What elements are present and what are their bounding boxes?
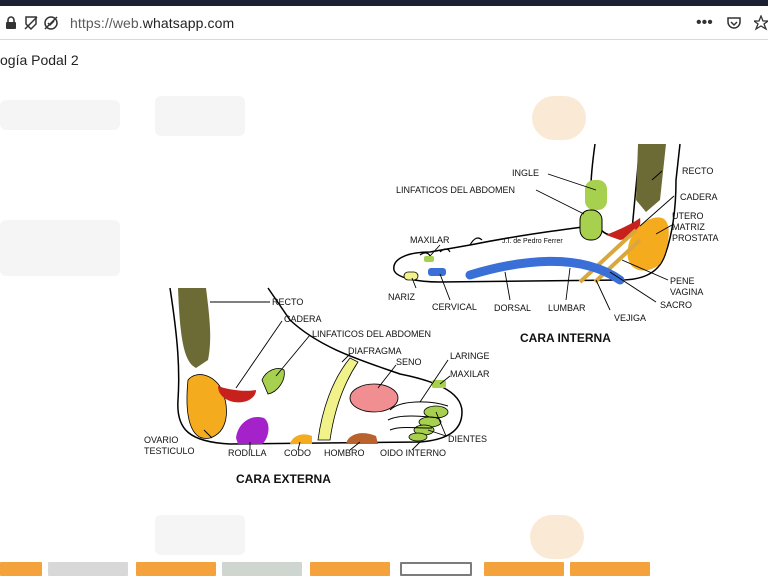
thumbnail[interactable] <box>570 562 650 576</box>
label-internal-maxilar: MAXILAR <box>410 235 450 245</box>
label-internal-utero: UTERO <box>672 211 704 221</box>
label-internal-cadera: CADERA <box>680 192 718 202</box>
thumbnail[interactable] <box>484 562 564 576</box>
label-internal-ingle: INGLE <box>512 168 539 178</box>
pocket-icon[interactable] <box>726 15 742 36</box>
label-external-recto: RECTO <box>272 297 303 307</box>
label-external-laringe: LARINGE <box>450 351 490 361</box>
media-viewer: INGLE RECTO LINFATICOS DEL ABDOMEN CADER… <box>0 40 768 562</box>
label-internal-dorsal: DORSAL <box>494 303 531 313</box>
internal-nariz-zone <box>404 272 418 280</box>
star-icon[interactable] <box>754 15 768 36</box>
external-rodilla-zone <box>236 417 268 444</box>
reflexology-figure: INGLE RECTO LINFATICOS DEL ABDOMEN CADER… <box>0 40 768 562</box>
label-internal-vejiga: VEJIGA <box>614 313 646 323</box>
external-linfaticos-zone <box>262 368 284 394</box>
label-external-hombro: HOMBRO <box>324 448 365 458</box>
label-external-linfaticos: LINFATICOS DEL ABDOMEN <box>312 329 431 339</box>
label-internal-author: J.I. de Pedro Ferrer <box>502 238 563 245</box>
label-external-dientes: DIENTES <box>448 434 487 444</box>
thumbnail-selected[interactable] <box>400 562 472 576</box>
external-toe-zone <box>409 433 427 441</box>
thumbnail[interactable] <box>310 562 390 576</box>
caption-external: CARA EXTERNA <box>236 472 331 486</box>
internal-linfaticos-zone <box>580 210 602 240</box>
external-foot: RECTO CADERA LINFATICOS DEL ABDOMEN DIAF… <box>144 288 490 486</box>
label-internal-recto: RECTO <box>682 166 713 176</box>
label-internal-matriz: MATRIZ <box>672 222 705 232</box>
internal-maxilar-zone <box>424 256 434 262</box>
external-recto-zone <box>178 288 210 368</box>
internal-cervical-zone <box>428 268 446 276</box>
label-internal-cervical: CERVICAL <box>432 302 477 312</box>
label-external-seno: SENO <box>396 357 422 367</box>
thumbnail[interactable] <box>136 562 216 576</box>
internal-recto-zone <box>636 144 666 212</box>
url-prefix: https://web. <box>70 15 143 31</box>
label-external-cadera: CADERA <box>284 314 322 324</box>
label-external-oido: OIDO INTERNO <box>380 448 446 458</box>
media-thumbnail-strip <box>0 562 768 576</box>
tracking-protection-icon[interactable] <box>42 14 60 32</box>
lock-icon[interactable] <box>2 14 20 32</box>
label-external-ovario: OVARIO <box>144 435 178 445</box>
url-text[interactable]: https://web.whatsapp.com <box>70 15 234 31</box>
thumbnail[interactable] <box>0 562 42 576</box>
url-domain: whatsapp.com <box>143 15 234 31</box>
label-external-rodilla: RODILLA <box>228 448 267 458</box>
label-internal-pene: PENE <box>670 276 695 286</box>
external-codo-zone <box>290 434 312 444</box>
label-external-codo: CODO <box>284 448 311 458</box>
caption-internal: CARA INTERNA <box>520 331 611 345</box>
thumbnail[interactable] <box>222 562 302 576</box>
ellipsis-icon[interactable]: ••• <box>696 14 713 32</box>
label-internal-sacro: SACRO <box>660 300 692 310</box>
internal-ingle-zone <box>585 180 607 210</box>
label-internal-nariz: NARIZ <box>388 292 416 302</box>
browser-address-bar[interactable]: https://web.whatsapp.com ••• <box>0 6 768 40</box>
label-external-maxilar: MAXILAR <box>450 369 490 379</box>
label-internal-linfaticos: LINFATICOS DEL ABDOMEN <box>396 185 515 195</box>
thumbnail[interactable] <box>48 562 128 576</box>
label-internal-lumbar: LUMBAR <box>548 303 586 313</box>
external-ovario-zone <box>187 375 226 439</box>
external-hombro-zone <box>346 433 378 444</box>
external-seno-zone <box>350 384 398 412</box>
label-internal-vagina: VAGINA <box>670 287 703 297</box>
label-external-testiculo: TESTICULO <box>144 446 195 456</box>
label-internal-prostata: PROSTATA <box>672 233 719 243</box>
internal-foot: INGLE RECTO LINFATICOS DEL ABDOMEN CADER… <box>388 144 719 345</box>
shield-slash-icon[interactable] <box>22 14 40 32</box>
label-external-diafragma: DIAFRAGMA <box>348 346 402 356</box>
